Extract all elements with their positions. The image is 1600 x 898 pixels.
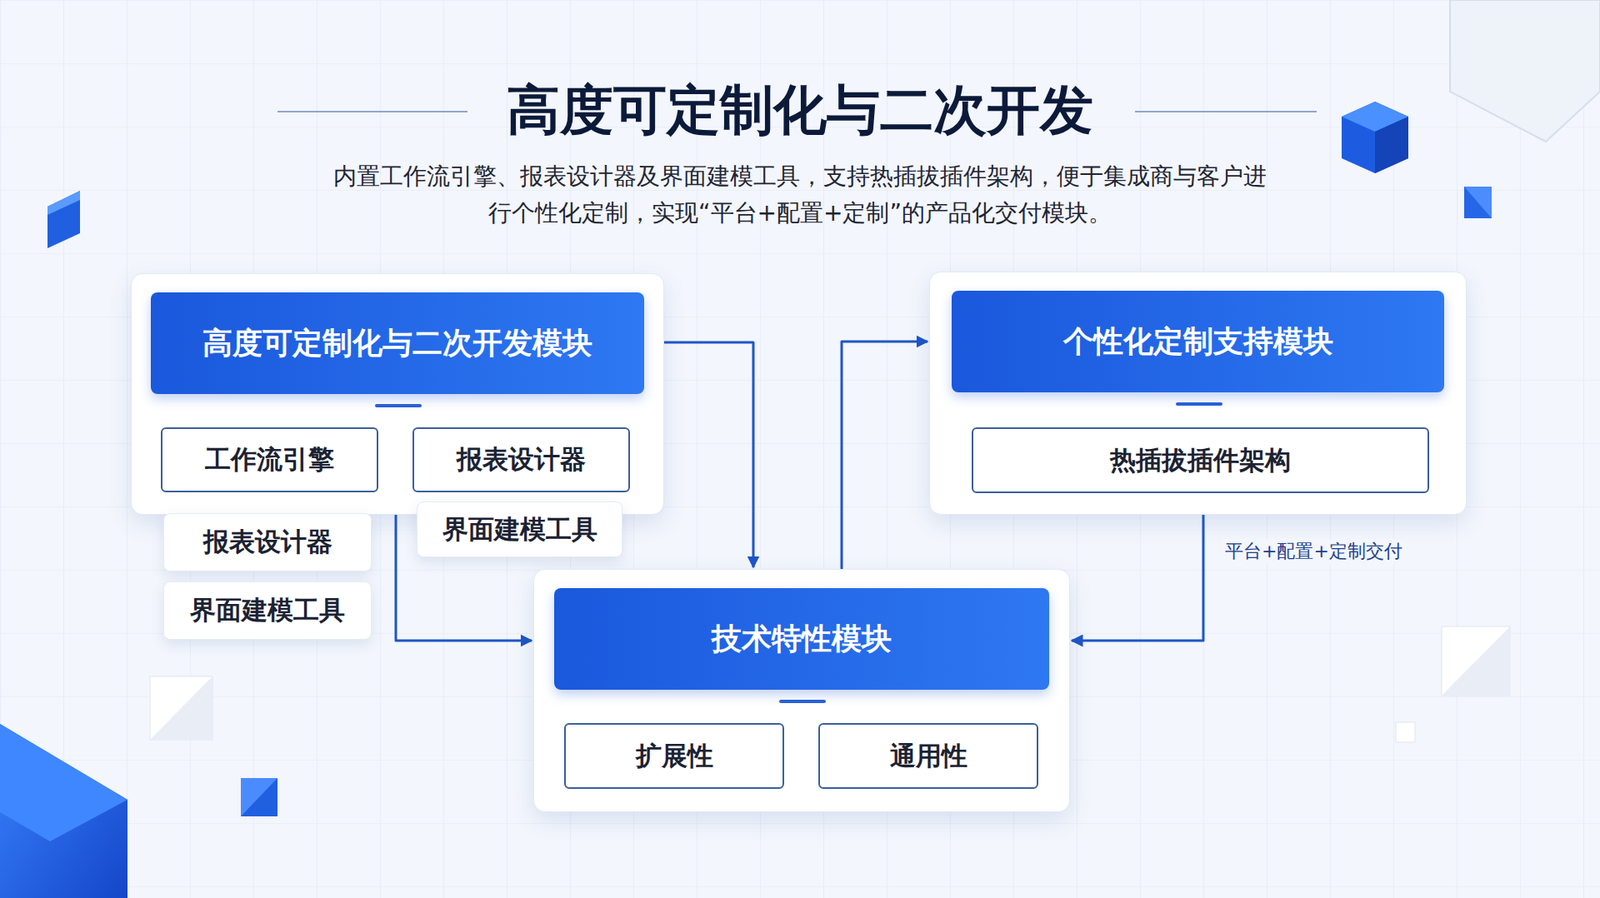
title: 高度可定制化与二次开发 [0, 76, 1600, 144]
flow-arrow [1071, 515, 1204, 641]
floating-feature-box: 界面建模工具 [416, 501, 623, 558]
cube-outline [1450, 0, 1600, 142]
small-cube [240, 778, 278, 817]
heading-underline [779, 700, 826, 704]
feature-label: 热插拔插件架构 [973, 443, 1428, 479]
small-cube [1464, 186, 1492, 219]
module-panel: 技术特性模块扩展性 通用性 [533, 569, 1070, 813]
feature-box: 热插拔插件架构 [971, 427, 1430, 494]
heading-underline [375, 404, 422, 408]
feature-box: 工作流引擎 [160, 427, 379, 493]
feature-label: 报表设计器 [414, 442, 629, 478]
module-heading: 技术特性模块 [554, 588, 1050, 690]
feature-label: 报表设计器 [164, 525, 371, 560]
floating-feature-box: 报表设计器 [163, 513, 372, 572]
title-rule [1135, 110, 1317, 113]
feature-label: 工作流引擎 [162, 442, 377, 478]
module-heading: 个性化定制支持模块 [951, 290, 1445, 393]
edge-label: 平台+配置+定制交付 [1221, 539, 1406, 565]
heading-underline [1175, 402, 1223, 406]
feature-label: 扩展性 [565, 739, 783, 775]
feature-label: 界面建模工具 [164, 593, 371, 629]
feature-box: 扩展性 [564, 723, 785, 790]
small-cube [47, 190, 80, 249]
feature-box: 通用性 [818, 723, 1039, 790]
title-rule [277, 110, 468, 113]
caption: 内置工作流引擎、报表设计器及界面建模工具，支持热插拔插件架构，便于集成商与客户进… [325, 158, 1275, 232]
white-cube [1441, 626, 1510, 696]
cube-bottom-left [0, 724, 128, 898]
feature-label: 通用性 [820, 739, 1037, 775]
module-heading: 高度可定制化与二次开发模块 [150, 292, 645, 395]
module-panel: 高度可定制化与二次开发模块工作流引擎 报表设计器 [130, 273, 665, 515]
tiny-cube [1395, 722, 1415, 743]
floating-feature-box: 界面建模工具 [163, 581, 372, 640]
flow-arrow [664, 342, 754, 568]
cube-top-right [1341, 101, 1409, 174]
feature-box: 报表设计器 [412, 427, 630, 493]
white-cube [150, 676, 213, 740]
feature-label: 界面建模工具 [417, 512, 622, 548]
module-panel: 个性化定制支持模块热插拔插件架构 [929, 271, 1467, 515]
flow-arrow [841, 341, 928, 570]
